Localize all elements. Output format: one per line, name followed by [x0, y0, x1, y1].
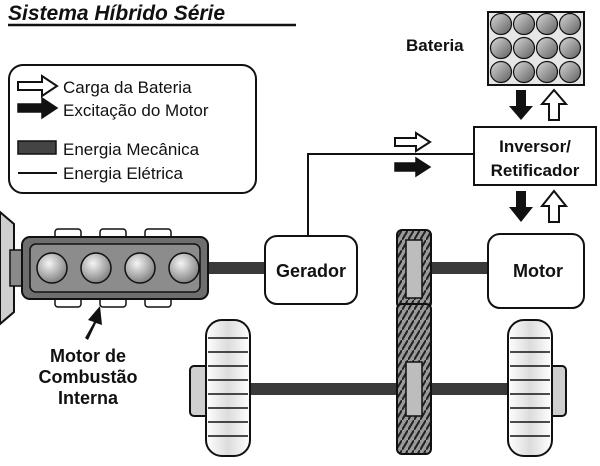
drive-gear: [396, 229, 432, 309]
shaft-engine-generator: [205, 262, 267, 274]
outline-arrow-up-motor: [539, 189, 569, 223]
electric-motor: Motor: [487, 233, 585, 309]
right-wheel: [507, 319, 567, 457]
generator-box: [264, 235, 358, 305]
outline-arrow-up-battery: [539, 88, 569, 121]
thick-bar-icon: [17, 140, 57, 155]
battery-cells: [489, 12, 582, 84]
solid-arrow-icon: [17, 96, 59, 120]
engine-pointer-arrow: [85, 306, 102, 340]
solid-arrow-right-line: [394, 156, 432, 178]
combustion-engine: [0, 210, 209, 326]
legend-label-battery-charge: Carga da Bateria: [63, 78, 192, 97]
motor-box: [487, 233, 585, 309]
axle-shaft: [238, 383, 518, 395]
engine-label-line2: Combustão: [39, 367, 138, 387]
inverter-label-line1: Inversor/: [499, 137, 571, 156]
engine-label-line1: Motor de: [50, 346, 126, 366]
piston-2: [80, 252, 112, 284]
diagram-title: Sistema Híbrido Série: [8, 2, 225, 25]
legend-box: [8, 64, 257, 194]
legend: Carga da Bateria Excitação do Motor Ener…: [8, 64, 257, 194]
piston-4: [168, 252, 200, 284]
motor-label: Motor: [513, 261, 563, 281]
inverter-label-line2: Retificador: [491, 161, 580, 180]
generator-label: Gerador: [276, 261, 346, 281]
solid-arrow-down-motor: [509, 191, 533, 222]
electric-line-generator: [307, 153, 474, 236]
axle-gear: [396, 303, 432, 455]
solid-arrow-down-battery: [509, 90, 533, 120]
outline-arrow-right-line: [394, 131, 432, 153]
piston-1: [36, 252, 68, 284]
legend-label-mechanical-energy: Energia Mecânica: [63, 140, 200, 159]
inverter-box: [473, 126, 597, 186]
battery-label: Bateria: [406, 36, 464, 55]
legend-label-electrical-energy: Energia Elétrica: [63, 164, 184, 183]
legend-label-motor-excitation: Excitação do Motor: [63, 101, 209, 120]
engine-flywheel: [0, 210, 15, 326]
battery: Bateria: [406, 11, 585, 86]
generator: Gerador: [264, 235, 358, 305]
outline-arrow-icon: [17, 74, 59, 98]
inverter-rectifier: Inversor/ Retificador: [473, 126, 597, 186]
shaft-gear-motor: [430, 262, 490, 274]
piston-3: [124, 252, 156, 284]
engine-label-line3: Interna: [58, 388, 119, 408]
left-wheel: [189, 319, 251, 457]
